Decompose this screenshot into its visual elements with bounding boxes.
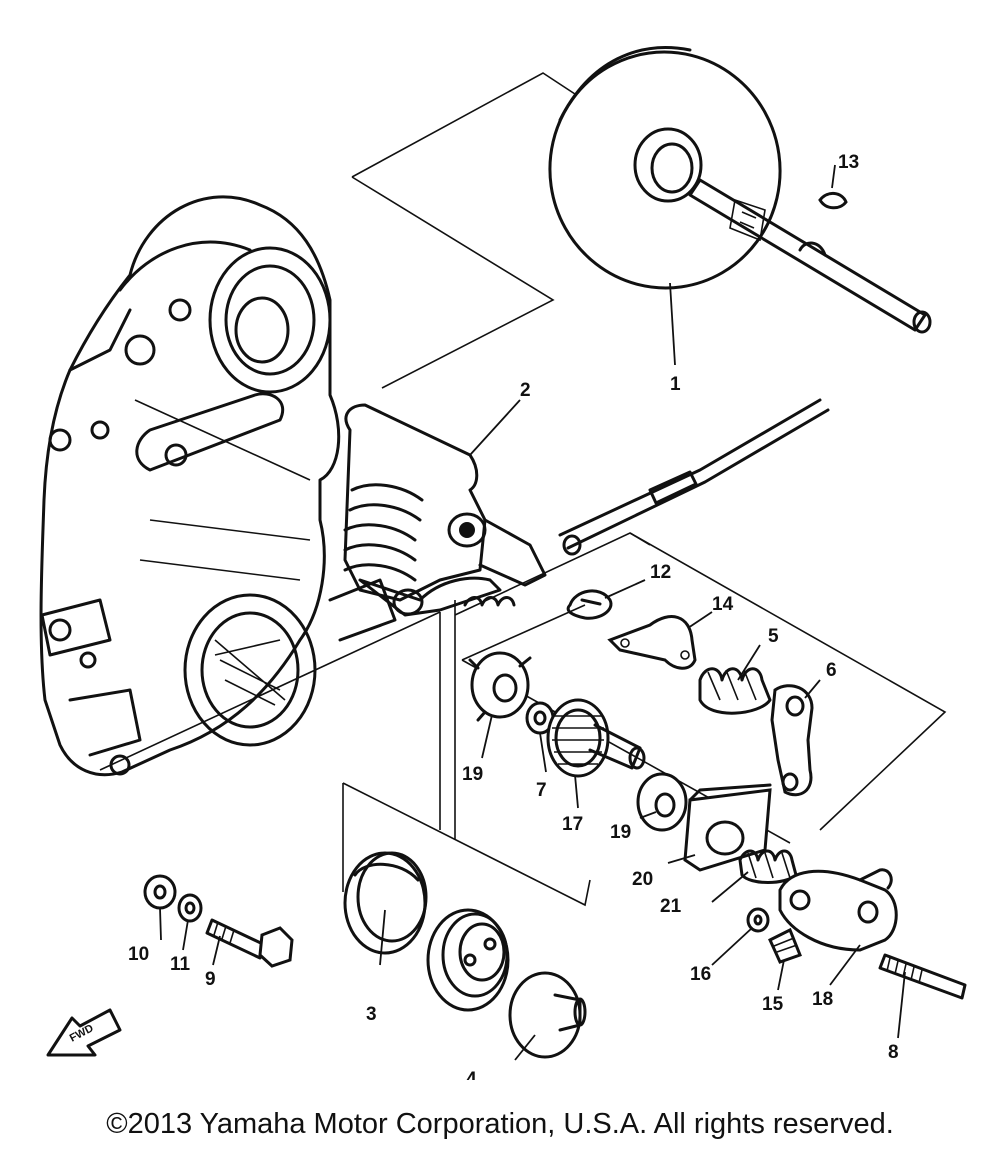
clevis-yoke [778,868,898,952]
callout-8: 8 [888,1042,899,1063]
callout-12: 12 [650,562,671,583]
callout-13: 13 [838,152,859,173]
set-screw [768,927,802,964]
throttle-cable [558,398,830,556]
flanged-washer-upper [468,651,532,722]
forward-direction-label: FWD [68,1022,96,1044]
exploded-parts-diagram: FWD 1 2 3 4 5 6 7 8 9 10 1 [39,46,967,1080]
drive-sheave [548,46,932,334]
cover-caps [343,851,510,1012]
leader-lines [159,164,906,1061]
flanged-washer-lower [636,772,688,832]
dust-seal [508,971,587,1059]
callout-19b: 19 [610,822,631,843]
callout-10: 10 [128,944,149,965]
forward-direction-arrow: FWD [46,1008,122,1057]
flat-washer [143,874,177,910]
callout-1: 1 [670,374,681,395]
callout-15: 15 [762,994,784,1015]
gear-shaft [546,698,646,778]
crankcase-cover [39,195,397,777]
callout-19a: 19 [462,764,483,785]
callout-16: 16 [690,964,711,985]
return-spring [463,596,516,607]
callout-20: 20 [632,869,653,890]
callout-3: 3 [366,1004,377,1025]
callout-5: 5 [768,626,779,647]
compression-spring [738,849,798,884]
callout-2: 2 [520,380,531,401]
copyright-notice: ©2013 Yamaha Motor Corporation, U.S.A. A… [106,1108,894,1140]
threaded-rod [878,953,967,1000]
callout-21: 21 [660,896,682,917]
hex-bolt [205,918,294,968]
callout-6: 6 [826,660,837,681]
callout-4: 4 [466,1069,477,1080]
spring-clip [566,589,613,620]
bracket-plate [607,615,697,670]
callout-9: 9 [205,969,216,990]
lock-washer [177,893,203,923]
callout-14: 14 [712,594,734,615]
woodruff-key [818,192,848,210]
spindle-spring [698,667,772,715]
callout-17: 17 [562,814,583,835]
callout-18: 18 [812,989,833,1010]
small-washer [746,907,770,933]
callout-7: 7 [536,780,547,801]
lever-arm [770,684,814,797]
callout-11: 11 [170,954,191,975]
callout-labels: 1 2 3 4 5 6 7 8 9 10 11 12 13 14 15 16 1… [128,152,899,1080]
carburetor-body [343,403,547,617]
